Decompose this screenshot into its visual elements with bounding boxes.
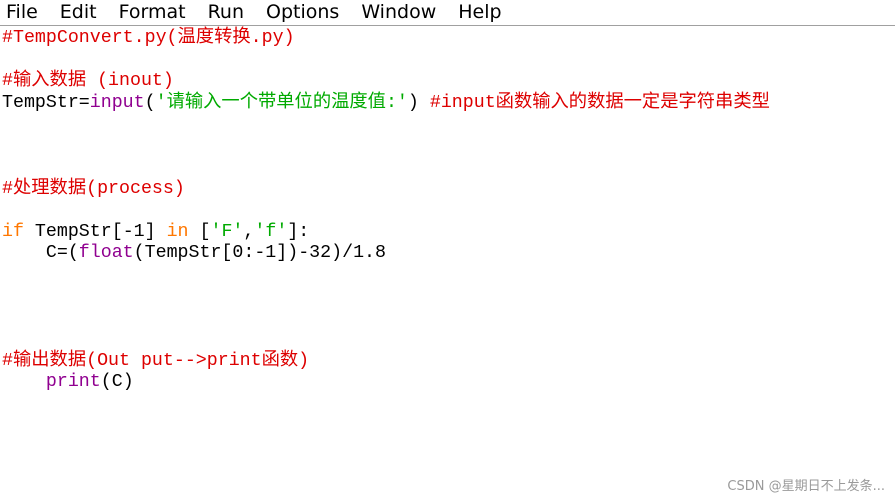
code-token-comment: #输出数据(Out put-->print函数) [2, 350, 310, 371]
menu-run[interactable]: Run [207, 1, 244, 23]
code-token-comment: #输入数据 (inout) [2, 71, 174, 91]
code-token-builtin: print [45, 372, 101, 392]
code-token-keyword: if [2, 221, 24, 242]
code-token-builtin: float [78, 243, 134, 263]
menu-options[interactable]: Options [266, 1, 340, 23]
code-token-default: [ [188, 221, 211, 242]
watermark: CSDN @星期日不上发条... [727, 479, 885, 494]
code-line: C=(float(TempStr[0:-1])-32)/1.8 [2, 243, 895, 265]
code-token-default: ( [144, 92, 156, 113]
code-token-string: '请输入一个带单位的温度值:' [155, 92, 408, 113]
code-token-default: ) [407, 92, 430, 113]
menu-file[interactable]: File [6, 1, 38, 23]
code-token-builtin: input [89, 92, 145, 113]
code-token-default: C=( [2, 243, 79, 263]
menu-window[interactable]: Window [361, 1, 437, 23]
code-line: TempStr=input('请输入一个带单位的温度值:') #input函数输… [2, 93, 895, 115]
code-line [2, 157, 895, 179]
code-token-comment: #input函数输入的数据一定是字符串类型 [429, 92, 770, 113]
code-line [2, 50, 895, 72]
menu-edit[interactable]: Edit [59, 1, 97, 23]
code-line [2, 200, 895, 222]
code-token-default: TempStr= [2, 92, 90, 113]
code-token-string: 'f' [254, 221, 288, 242]
menu-bar: File Edit Format Run Options Window Help [0, 0, 895, 26]
code-line [2, 114, 895, 136]
code-line: print(C) [2, 372, 895, 394]
code-token-default: , [243, 221, 255, 242]
code-token-default: (TempStr[0:-1])-32)/1.8 [133, 243, 386, 263]
code-line: #TempConvert.py(温度转换.py) [2, 28, 895, 50]
code-editor[interactable]: #TempConvert.py(温度转换.py)#输入数据 (inout)Tem… [2, 28, 895, 394]
code-token-default: ]: [287, 221, 310, 242]
code-token-comment: #处理数据(process) [2, 178, 185, 199]
code-line: #输入数据 (inout) [2, 71, 895, 93]
code-line [2, 265, 895, 287]
code-line: #处理数据(process) [2, 179, 895, 201]
code-token-default [2, 372, 46, 392]
code-token-string: 'F' [210, 221, 244, 242]
code-token-keyword: in [166, 221, 189, 242]
code-line [2, 308, 895, 330]
code-token-comment: #TempConvert.py(温度转换.py) [2, 28, 295, 48]
menu-format[interactable]: Format [118, 1, 186, 23]
code-line [2, 329, 895, 351]
code-line [2, 136, 895, 158]
code-line: #输出数据(Out put-->print函数) [2, 351, 895, 373]
code-line [2, 286, 895, 308]
code-token-default: TempStr[-1] [23, 221, 167, 242]
code-token-default: (C) [100, 372, 134, 392]
menu-help[interactable]: Help [458, 1, 502, 23]
code-line: if TempStr[-1] in ['F','f']: [2, 222, 895, 244]
